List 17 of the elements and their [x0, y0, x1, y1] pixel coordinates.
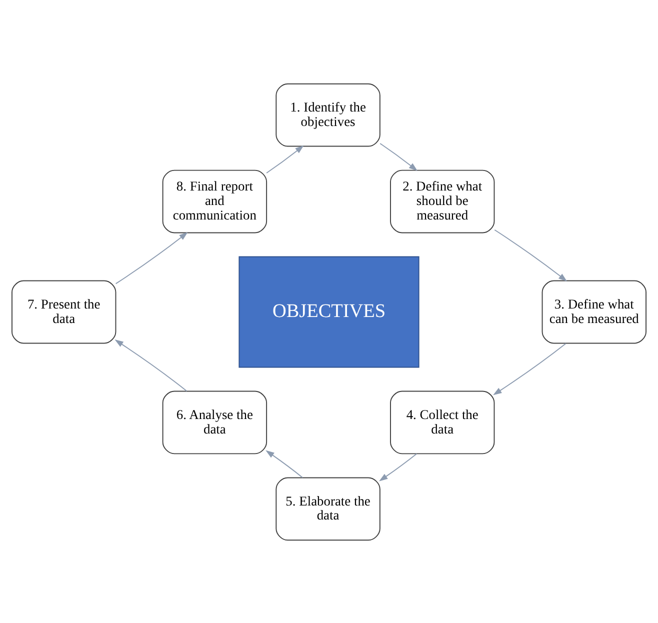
- node-box: OBJECTIVES: [238, 256, 420, 368]
- node-box: 4. Collect the data: [390, 390, 495, 454]
- arrow: [115, 232, 188, 284]
- node-box: 6. Analyse the data: [162, 390, 268, 454]
- arrow: [114, 339, 188, 392]
- node-box: 3. Define what can be measured: [542, 280, 646, 344]
- node-box: 1. Identify the objectives: [276, 82, 380, 146]
- arrow: [379, 452, 418, 481]
- arrow: [380, 142, 418, 170]
- arrow: [493, 342, 566, 395]
- arrow: [266, 450, 304, 478]
- node-box: 8. Final report and communication: [162, 169, 268, 233]
- arrow: [266, 144, 304, 173]
- node-box: 7. Present the data: [12, 280, 116, 344]
- node-box: 5. Elaborate the data: [276, 476, 380, 540]
- node-box: 2. Define what should be measured: [390, 169, 495, 233]
- arrow: [494, 228, 568, 281]
